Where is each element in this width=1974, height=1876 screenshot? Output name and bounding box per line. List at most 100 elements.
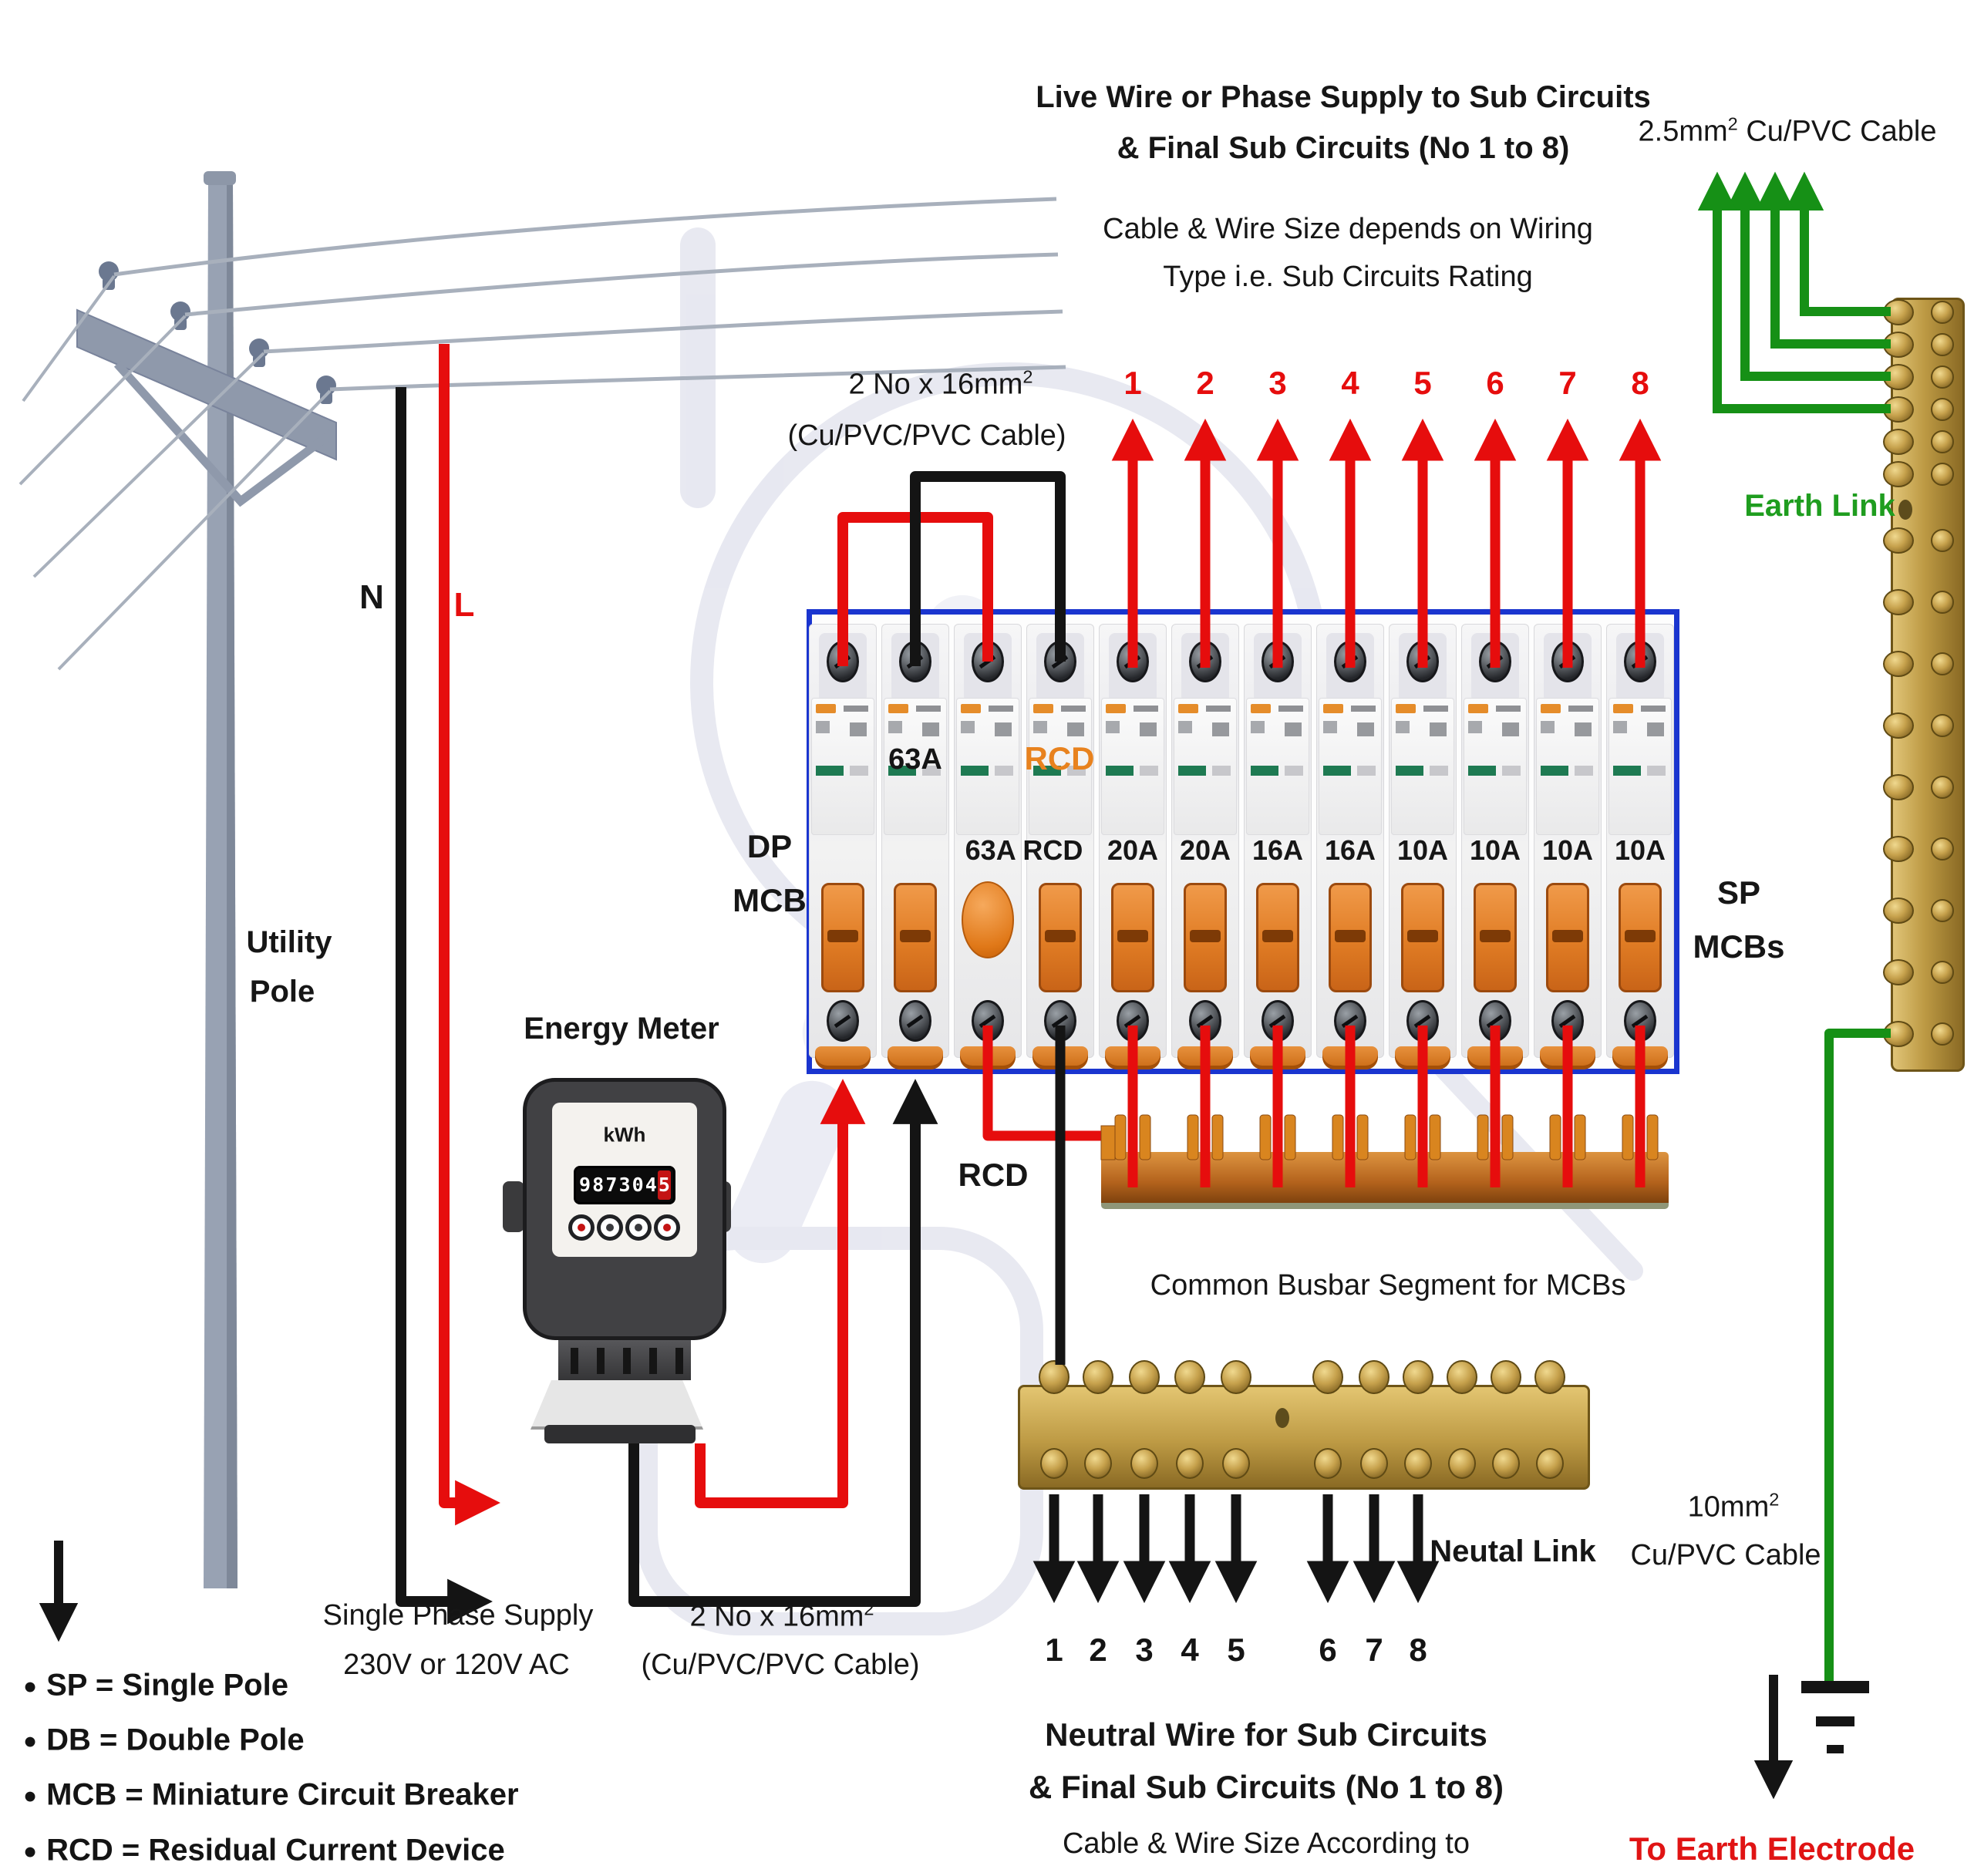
legend-text: DB = Double Pole xyxy=(46,1723,305,1757)
meter-digit-last: 5 xyxy=(657,1170,671,1200)
earth-link-screw-right-2 xyxy=(1931,333,1954,356)
face-print-band2 xyxy=(922,766,941,776)
face-print-chip xyxy=(1251,704,1271,713)
live-circuit-number-4: 4 xyxy=(1341,364,1359,401)
toggle-slot xyxy=(1335,930,1366,942)
face-print-pr2 xyxy=(1106,721,1120,733)
bottom-terminal-screw xyxy=(972,1000,1004,1042)
breaker-rating-label-7: 10A xyxy=(1541,834,1594,867)
utility-pole-label-line1: Utility xyxy=(246,925,332,959)
meter-dial-4 xyxy=(654,1214,680,1241)
face-print-pr3 xyxy=(1575,722,1592,736)
busbar-clamp xyxy=(1395,1046,1450,1069)
breaker-module-rcd-pole-1 xyxy=(952,611,1024,1072)
toggle-slot xyxy=(1407,930,1438,942)
breaker-toggle xyxy=(894,883,937,992)
legend-text: SP = Single Pole xyxy=(46,1668,288,1703)
earth-link-screw-right-14 xyxy=(1931,961,1954,984)
neutral-link-screw-top-5 xyxy=(1221,1360,1251,1394)
face-print-band xyxy=(1106,766,1134,776)
face-print-pr2 xyxy=(961,721,975,733)
bottom-terminal-screw xyxy=(827,1000,859,1042)
face-print-chip xyxy=(1468,704,1488,713)
earth-link-screw-left-12 xyxy=(1883,836,1914,862)
neutral-link-screw-top-6 xyxy=(1312,1360,1343,1394)
face-print-pr1 xyxy=(1278,706,1303,712)
breaker-rating-label-4: 16A xyxy=(1324,834,1376,867)
terminal-tick xyxy=(649,1348,657,1374)
meter-digit-5: 0 xyxy=(632,1174,644,1196)
neutral-link-screw-bottom-6 xyxy=(1314,1448,1342,1479)
breaker-rating-label-8: 10A xyxy=(1614,834,1666,867)
neutral-link-screw-bottom-1 xyxy=(1040,1448,1068,1479)
earth-link-screw-left-6 xyxy=(1883,461,1914,487)
meter-dial-1 xyxy=(568,1214,595,1241)
breaker-face-label-0: 63A xyxy=(888,743,942,776)
face-print-band xyxy=(1541,766,1568,776)
earth-main-cable-line2: Cu/PVC Cable xyxy=(1630,1539,1821,1572)
face-print-band2 xyxy=(995,766,1013,776)
breaker-rating-label-3: 16A xyxy=(1251,834,1304,867)
face-print-pr3 xyxy=(1140,722,1157,736)
busbar-clamp xyxy=(1032,1046,1088,1069)
earth-link-screw-left-14 xyxy=(1883,959,1914,985)
face xyxy=(1464,698,1527,835)
breaker-rating-label-6: 10A xyxy=(1469,834,1521,867)
busbar-clamp xyxy=(815,1046,871,1069)
face-print-pr1 xyxy=(844,706,868,712)
neutral-link-screw-top-7 xyxy=(1359,1360,1390,1394)
earth-link-screw-right-3 xyxy=(1931,365,1954,389)
face-print-band2 xyxy=(1212,766,1231,776)
neutral-link-hole xyxy=(1275,1408,1289,1428)
live-title-line2: & Final Sub Circuits (No 1 to 8) xyxy=(1117,131,1570,165)
legend-item-2: ●DB = Double Pole xyxy=(23,1723,305,1758)
face xyxy=(956,698,1019,835)
face-print-band2 xyxy=(1647,766,1666,776)
toggle-slot xyxy=(1117,930,1148,942)
breaker-module-sp-mcb-3 xyxy=(1241,611,1314,1072)
bottom-terminal-screw xyxy=(1189,1000,1221,1042)
face-print-pr1 xyxy=(1206,706,1231,712)
earth-link-screw-left-3 xyxy=(1883,364,1914,390)
dial-pointer xyxy=(663,1224,671,1231)
face xyxy=(1101,698,1164,835)
face xyxy=(1174,698,1237,835)
neutral-wire-n-label: N xyxy=(359,578,384,616)
face-print-chip xyxy=(1033,704,1053,713)
toggle-slot xyxy=(1552,930,1583,942)
toggle-slot xyxy=(1262,930,1293,942)
earth-link-screw-right-15 xyxy=(1931,1022,1954,1046)
face-print-band2 xyxy=(1575,766,1593,776)
top-terminal-screw xyxy=(1479,641,1511,682)
terminal-tick xyxy=(623,1348,631,1374)
earth-link-screw-right-13 xyxy=(1931,899,1954,922)
utility-pole-graphic xyxy=(19,171,1066,1588)
face-print-chip xyxy=(1323,704,1343,713)
meter-digit-2: 8 xyxy=(592,1174,605,1196)
face-print-band xyxy=(816,766,844,776)
face-print-pr1 xyxy=(1134,706,1158,712)
meter-dial-2 xyxy=(597,1214,623,1241)
rcd-test-button xyxy=(962,881,1014,958)
breaker-toggle xyxy=(1619,883,1662,992)
busbar-clamp xyxy=(1322,1046,1378,1069)
face-print-pr2 xyxy=(1396,721,1410,733)
earth-link-screw-left-13 xyxy=(1883,898,1914,924)
live-circuit-number-7: 7 xyxy=(1558,364,1577,401)
meter-digit-6: 4 xyxy=(645,1174,657,1196)
face-print-pr3 xyxy=(922,722,939,736)
neutral-circuit-number-4: 4 xyxy=(1181,1631,1199,1668)
face-print-band xyxy=(1468,766,1496,776)
earth-link-screw-left-11 xyxy=(1883,774,1914,800)
meter-mcb-cable-bottom-line1: 2 No x 16mm2 xyxy=(689,1598,874,1633)
top-terminal-screw xyxy=(1551,641,1584,682)
earth-link-screw-right-10 xyxy=(1931,714,1954,737)
face-print-pr3 xyxy=(1647,722,1664,736)
legend-bullet: ● xyxy=(23,1838,38,1864)
earth-link-screw-left-8 xyxy=(1883,589,1914,615)
meter-unit-label: kWh xyxy=(603,1123,646,1147)
earth-link-screw-right-1 xyxy=(1931,301,1954,324)
face xyxy=(1029,698,1092,835)
top-terminal-screw xyxy=(1117,641,1149,682)
breaker-toggle xyxy=(1184,883,1227,992)
